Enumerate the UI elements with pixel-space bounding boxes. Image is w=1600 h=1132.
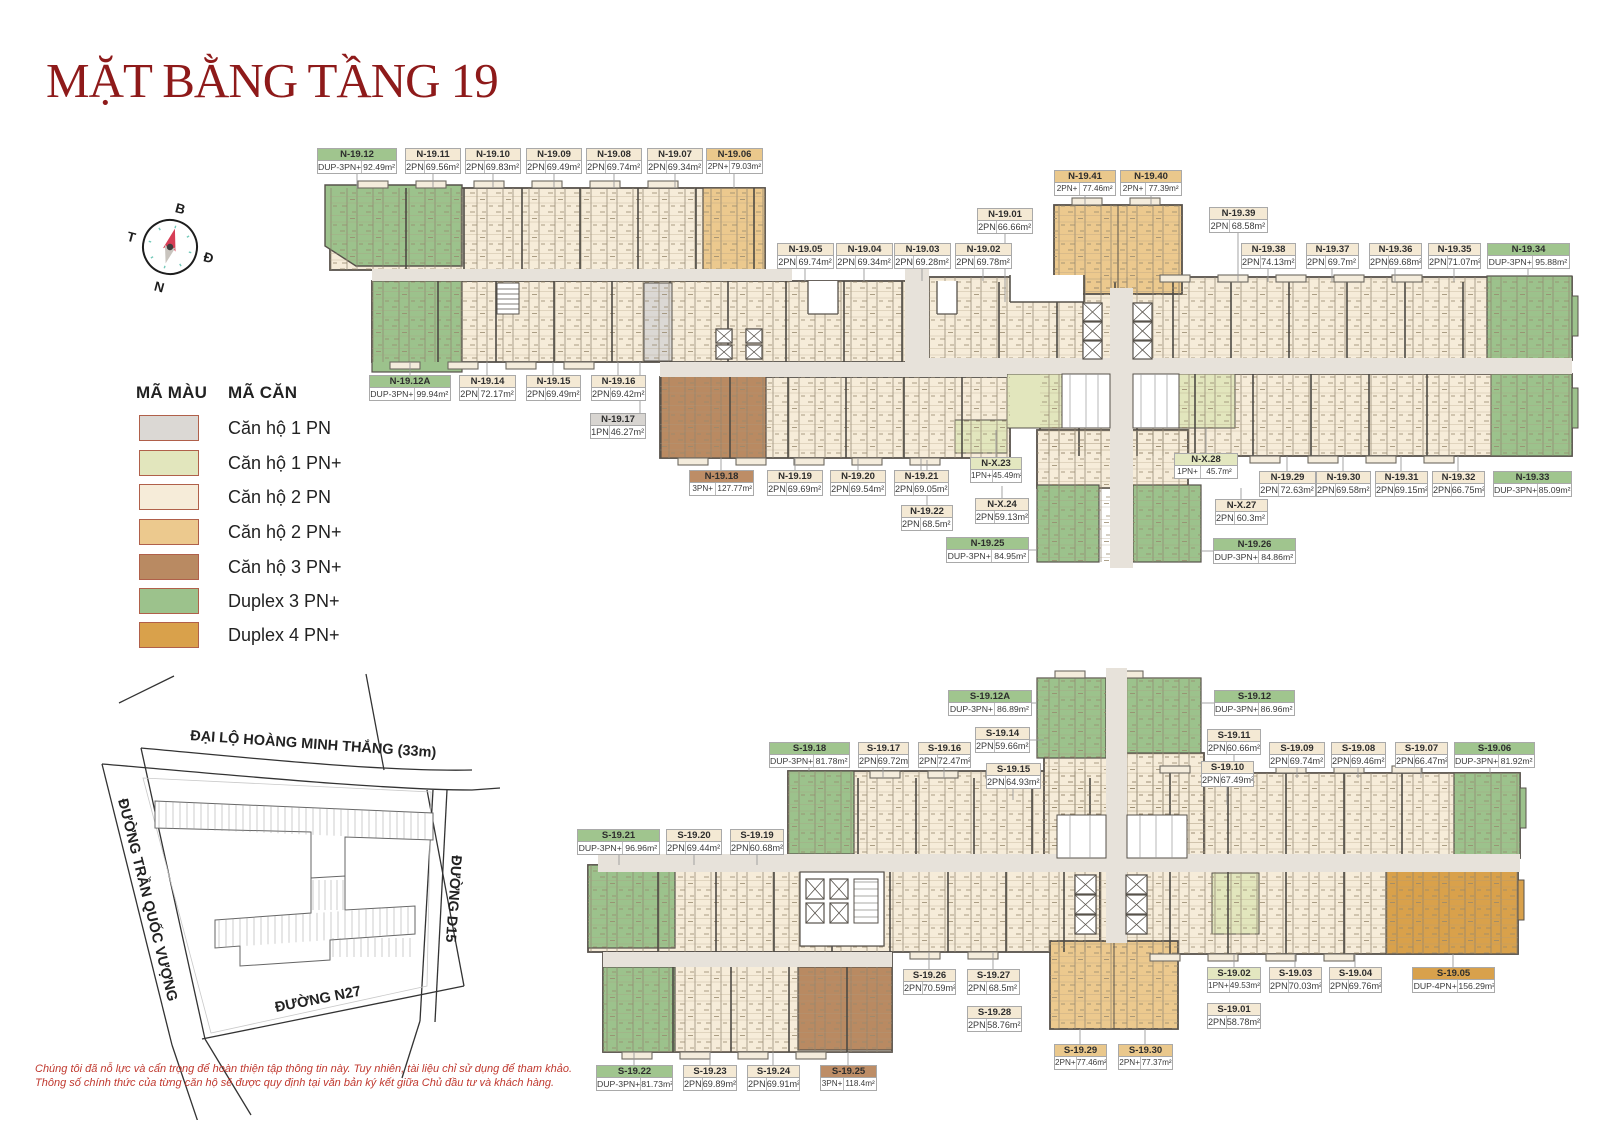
svg-text:T: T [125,229,138,246]
svg-text:B: B [174,200,188,217]
svg-text:ĐƯỜNG N27: ĐƯỜNG N27 [273,982,362,1016]
svg-text:N: N [153,279,166,296]
svg-text:Đ: Đ [202,249,216,266]
svg-text:ĐƯỜNG D15: ĐƯỜNG D15 [442,855,466,943]
